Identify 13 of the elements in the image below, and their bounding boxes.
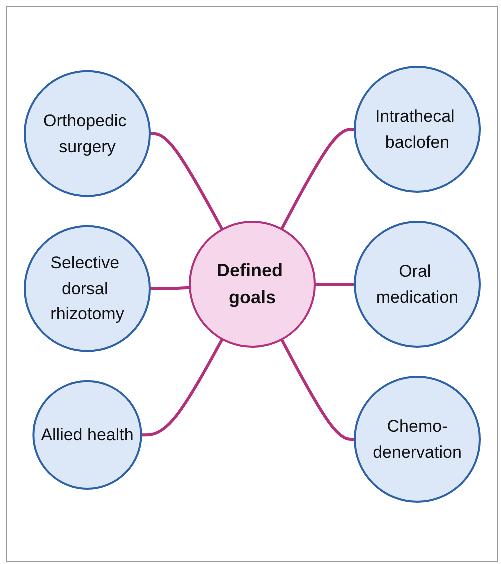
connector (314, 282, 354, 286)
node-circle: Selective dorsal rhizotomy (24, 224, 150, 352)
node-circle: Oral medication (354, 220, 480, 348)
node-circle: Orthopedic surgery (24, 70, 150, 197)
connector (280, 338, 354, 440)
connector (140, 338, 224, 436)
connector (150, 286, 190, 290)
node-circle: Allied health (32, 380, 142, 490)
node-circle: Intrathecal baclofen (354, 66, 480, 192)
node-circle: Defined goals (188, 220, 316, 348)
connector (280, 128, 354, 230)
node-circle: Chemo-denervation (354, 376, 480, 502)
connector (150, 132, 224, 230)
